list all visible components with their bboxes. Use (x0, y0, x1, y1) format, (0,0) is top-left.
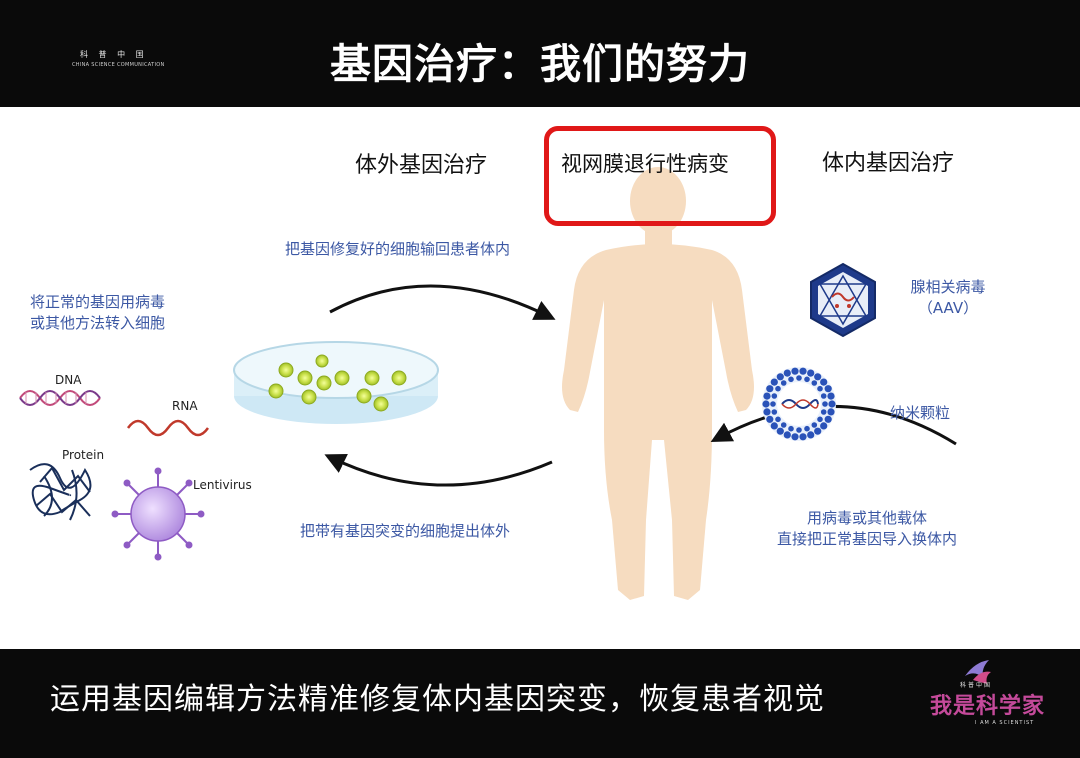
lipid-bead (780, 422, 787, 428)
brand-name: 我是科学家 (930, 694, 1046, 719)
protein-label: Protein (62, 448, 105, 462)
title-bar (0, 0, 1080, 107)
lipid-bead (766, 415, 774, 423)
return-arrow (329, 284, 556, 320)
aav-label-line-1: 腺相关病毒 (910, 278, 986, 296)
extract-cells-label: 把带有基因突变的细胞提出体外 (300, 522, 511, 540)
lipid-bead (791, 433, 799, 441)
lipid-bead (817, 385, 823, 392)
lipid-bead (820, 393, 827, 399)
lipid-bead (788, 376, 794, 383)
lipid-bead (804, 376, 810, 383)
lipid-bead (783, 431, 791, 439)
slide-title: 基因治疗：我们的努力 (330, 40, 750, 88)
rna-icon (126, 419, 210, 437)
lipid-bead (770, 378, 778, 386)
lipid-bead (791, 367, 799, 375)
retinal-degeneration-heading: 视网膜退行性病变 (561, 152, 729, 176)
direct-delivery-line-1: 用病毒或其他载体 (806, 509, 927, 527)
lipid-bead (776, 427, 784, 435)
lipid-bead (763, 392, 771, 400)
lipid-bead (771, 409, 778, 415)
lipid-bead (807, 431, 815, 439)
lipid-bead (824, 415, 832, 423)
lipid-bead (796, 427, 802, 433)
lipid-bead (814, 373, 822, 381)
rna-label: RNA (172, 399, 198, 413)
lipid-bead (763, 408, 771, 416)
brand-logo-text: 科普中国 (960, 682, 993, 689)
lipid-bead (783, 369, 791, 377)
kepu-logo-subtext: CHINA SCIENCE COMMUNICATION (72, 62, 165, 68)
lipid-bead (796, 375, 802, 381)
slide-caption: 运用基因编辑方法精准修复体内基因突变，恢复患者视觉 (50, 682, 825, 717)
lipid-bead (771, 393, 778, 399)
human-body-figure (562, 167, 754, 600)
highlight-box (544, 126, 776, 226)
lipid-bead (820, 378, 828, 386)
lipid-bead (776, 373, 784, 381)
lipid-bead (811, 380, 818, 386)
lipid-bead (820, 409, 827, 415)
lentivirus-label: Lentivirus (193, 478, 252, 492)
protein-icon (29, 463, 92, 521)
brand-logo-icon (965, 660, 991, 684)
lipid-bead (762, 400, 770, 408)
nanoparticle-icon (762, 367, 836, 441)
extract-arrow (324, 453, 553, 487)
lipid-bead (828, 400, 836, 408)
direct-delivery-label: 用病毒或其他载体 直接把正常基因导入换体内 (752, 508, 982, 550)
lipid-bead (811, 422, 818, 428)
caption-bar (0, 649, 1080, 758)
lentivirus-icon (111, 467, 205, 561)
gene-transfer-label: 将正常的基因用病毒 或其他方法转入细胞 (30, 292, 165, 334)
in-vivo-arrow (710, 404, 957, 446)
lipid-bead (775, 416, 781, 423)
lipid-bead (817, 416, 823, 423)
in-vivo-heading: 体内基因治疗 (822, 151, 955, 176)
brand-subtitle: I AM A SCIENTIST (975, 720, 1035, 726)
lipid-bead (824, 385, 832, 393)
lipid-bead (814, 427, 822, 435)
dna-icon (19, 390, 101, 406)
kepu-logo-text: 科 普 中 国 (80, 50, 148, 59)
lipid-bead (775, 385, 781, 392)
lipid-bead (822, 401, 828, 407)
dna-label: DNA (55, 373, 82, 387)
gene-transfer-line-1: 将正常的基因用病毒 (30, 293, 166, 311)
nanoparticle-label: 纳米颗粒 (890, 404, 951, 422)
lipid-bead (780, 380, 787, 386)
ex-vivo-heading: 体外基因治疗 (355, 153, 488, 178)
lipid-bead (827, 392, 835, 400)
lipid-bead (770, 422, 778, 430)
lipid-bead (820, 422, 828, 430)
lipid-bead (799, 433, 807, 441)
lipid-bead (804, 425, 810, 432)
lipid-bead (799, 367, 807, 375)
direct-delivery-line-2: 直接把正常基因导入换体内 (776, 530, 957, 548)
lipid-bead (807, 369, 815, 377)
aav-label-line-2: （AAV） (917, 299, 979, 317)
lipid-bead (788, 425, 794, 432)
gene-transfer-line-2: 或其他方法转入细胞 (30, 314, 166, 332)
aav-virus-icon (810, 262, 876, 338)
aav-label: 腺相关病毒 （AAV） (898, 277, 998, 319)
lipid-bead (770, 401, 776, 407)
return-cells-label: 把基因修复好的细胞输回患者体内 (285, 240, 511, 258)
cells-in-dish (268, 354, 407, 412)
petri-dish-icon (233, 341, 439, 424)
lipid-bead (766, 385, 774, 393)
lipid-bead (827, 408, 835, 416)
